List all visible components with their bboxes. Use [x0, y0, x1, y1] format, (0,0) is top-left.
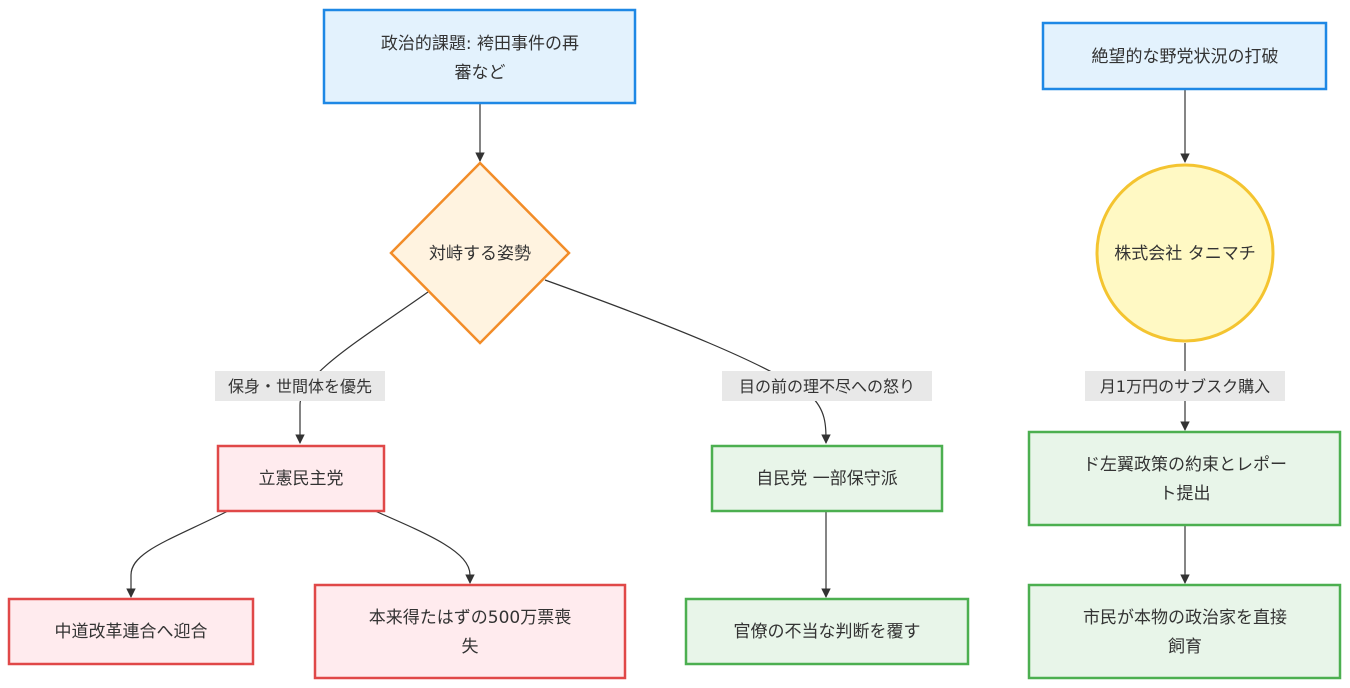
edge-label-tanimachi-to-promise: 月1万円のサブスク購入 — [1085, 371, 1285, 401]
node-label-line-2: 失 — [462, 637, 479, 657]
node-box — [7, 597, 255, 666]
node-box — [1027, 583, 1342, 680]
edge-label-text: 月1万円のサブスク購入 — [1100, 377, 1270, 396]
node-label: 対峙する姿勢 — [429, 244, 531, 264]
node-box — [1041, 21, 1328, 91]
node-issue: 政治的課題: 袴田事件の再 審など — [322, 8, 637, 105]
node-label-line-2: ト提出 — [1160, 484, 1211, 504]
node-tanimachi: 株式会社 タニマチ — [1095, 163, 1275, 343]
node-box — [216, 444, 386, 513]
node-lostvotes: 本来得たはずの500万票喪 失 — [313, 583, 627, 680]
node-breakthrough: 絶望的な野党状況の打破 — [1041, 21, 1328, 91]
edge-label-stance-to-cdp: 保身・世間体を優先 — [215, 371, 385, 401]
edge-cdp-to-centrist — [126, 510, 229, 598]
node-label: 立憲民主党 — [259, 468, 344, 489]
edge-label-background — [215, 371, 385, 401]
node-box — [1027, 430, 1342, 527]
edge-label-background — [1085, 371, 1285, 401]
node-box — [313, 583, 627, 680]
edge-stance-to-ldp — [544, 279, 831, 444]
node-label: 絶望的な野党状況の打破 — [1092, 47, 1279, 67]
node-label: 株式会社 タニマチ — [1114, 244, 1255, 264]
node-cdp: 立憲民主党 — [216, 444, 386, 513]
edge-stance-to-cdp — [295, 291, 429, 444]
edge-label-text: 保身・世間体を優先 — [228, 377, 372, 396]
node-box — [684, 597, 970, 666]
node-ldp: 自民党 一部保守派 — [710, 444, 944, 513]
node-box — [322, 8, 637, 105]
node-centrist: 中道改革連合へ迎合 — [7, 597, 255, 666]
node-label: 自民党 一部保守派 — [756, 469, 897, 489]
node-box — [710, 444, 944, 513]
node-label: 官僚の不当な判断を覆す — [734, 622, 921, 642]
node-promise: ド左翼政策の約束とレポー ト提出 — [1027, 430, 1342, 527]
node-label-line-1: ド左翼政策の約束とレポー — [1083, 455, 1287, 475]
node-label-line-2: 飼育 — [1168, 637, 1202, 657]
node-label-line-1: 本来得たはずの500万票喪 — [369, 608, 571, 628]
edge-label-stance-to-ldp: 目の前の理不尽への怒り — [722, 371, 932, 401]
node-label-line-1: 政治的課題: 袴田事件の再 — [381, 34, 579, 54]
node-label: 中道改革連合へ迎合 — [55, 622, 208, 642]
node-stance: 対峙する姿勢 — [389, 161, 571, 345]
node-circle — [1095, 163, 1275, 343]
node-bureaucrat: 官僚の不当な判断を覆す — [684, 597, 970, 666]
node-label-line-2: 審など — [455, 63, 506, 83]
node-citizens: 市民が本物の政治家を直接 飼育 — [1027, 583, 1342, 680]
edges — [126, 89, 1190, 598]
edge-cdp-to-lostvotes — [374, 510, 475, 584]
node-diamond — [389, 161, 571, 345]
edge-label-text: 目の前の理不尽への怒り — [739, 377, 915, 396]
node-label-line-1: 市民が本物の政治家を直接 — [1083, 608, 1287, 628]
edge-label-background — [722, 371, 932, 401]
